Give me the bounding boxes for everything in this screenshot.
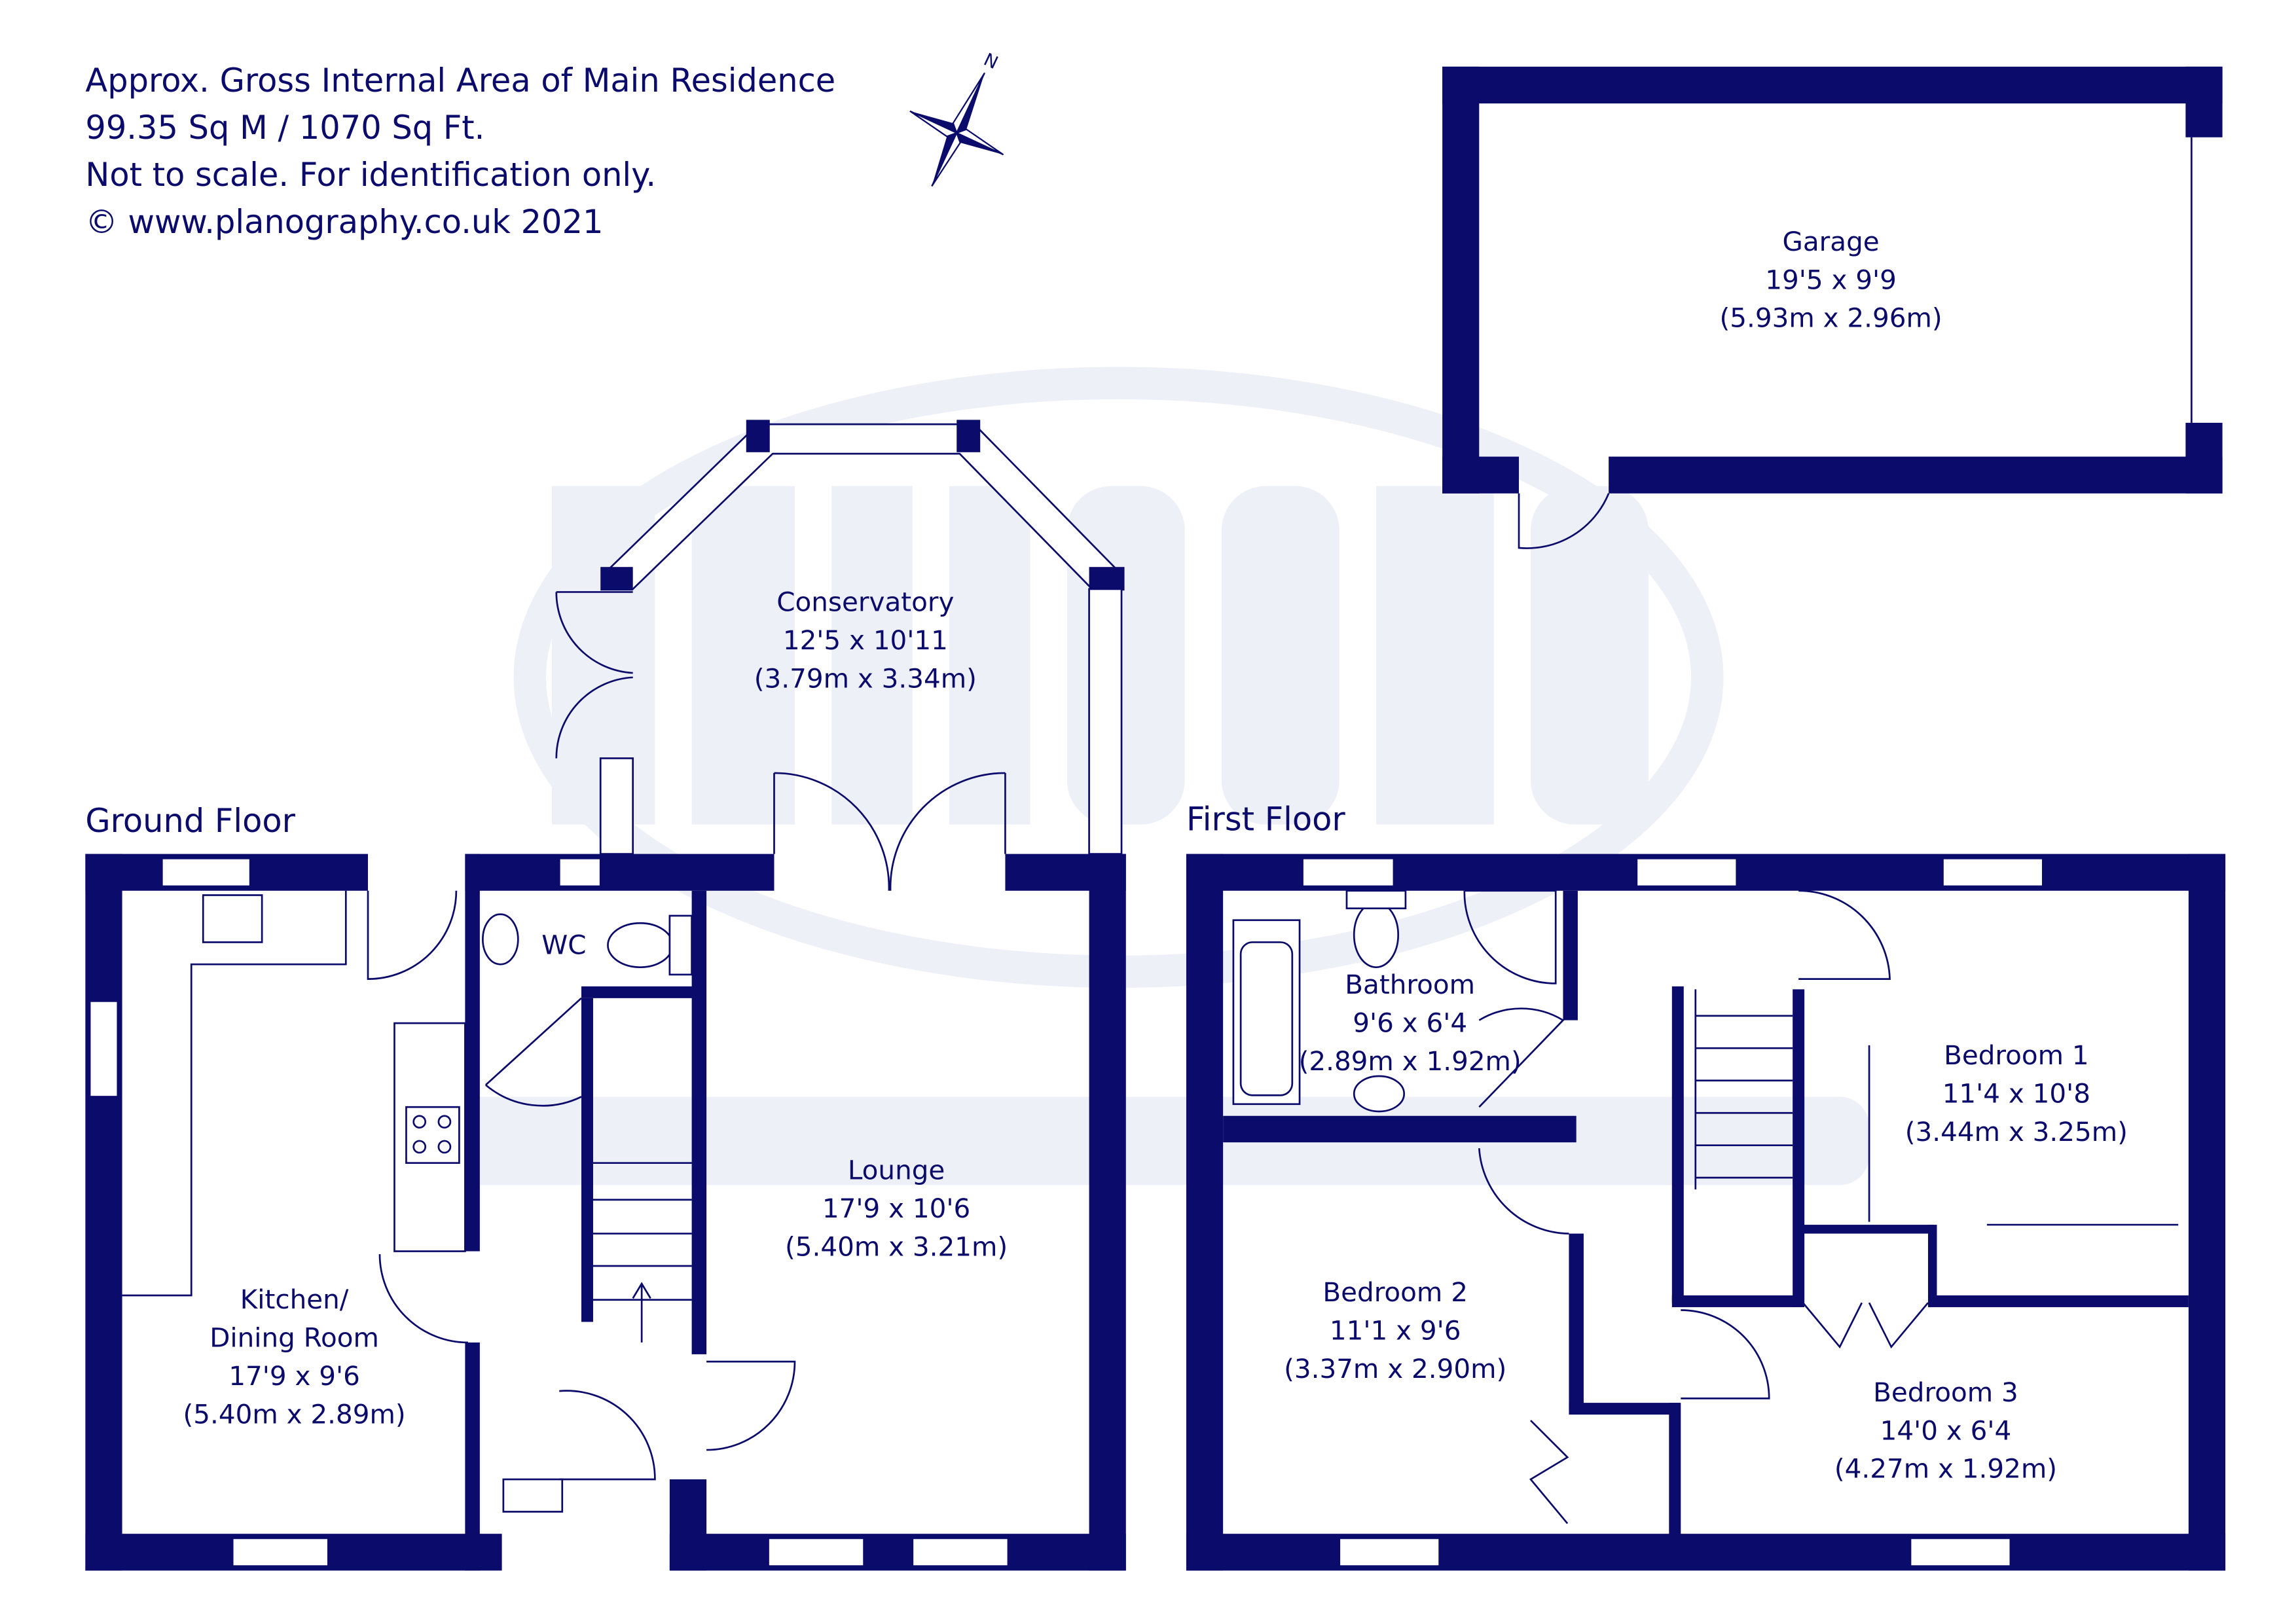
ground-floor-title: Ground Floor [85,802,295,840]
garage-imperial: 19'5 x 9'9 [1765,264,1897,295]
area-value: 99.35 Sq M / 1070 Sq Ft. [85,109,484,147]
first-floor-title: First Floor [1186,801,1345,839]
hob-icon [405,1106,460,1164]
lounge-metric: (5.40m x 3.21m) [785,1231,1008,1262]
conservatory [555,420,1125,891]
conservatory-label: Conservatory [776,586,954,618]
bedroom1-label: Bedroom 1 [1944,1039,2089,1071]
copyright: © www.planography.co.uk 2021 [85,203,603,241]
conservatory-metric: (3.79m x 3.34m) [754,663,977,695]
bedroom2-metric: (3.37m x 2.90m) [1284,1353,1506,1384]
bedroom3-imperial: 14'0 x 6'4 [1880,1415,2012,1446]
header-info: Approx. Gross Internal Area of Main Resi… [85,62,835,241]
wc-label: WC [541,929,586,960]
kitchen-imperial: 17'9 x 9'6 [228,1360,360,1392]
bedroom2-imperial: 11'1 x 9'6 [1330,1314,1461,1346]
scale-note: Not to scale. For identification only. [85,156,656,194]
conservatory-imperial: 12'5 x 10'11 [783,624,948,656]
bedroom1-imperial: 11'4 x 10'8 [1942,1077,2090,1109]
stairs-first [1694,989,1793,1190]
bathroom-label: Bathroom [1345,969,1475,1000]
bathroom-imperial: 9'6 x 6'4 [1353,1007,1467,1039]
bedroom1-metric: (3.44m x 3.25m) [1905,1116,2128,1147]
lounge-label: Lounge [848,1154,945,1185]
garage-metric: (5.93m x 2.96m) [1720,302,1942,334]
garage-label: Garage [1783,226,1880,257]
compass-north-label: N [981,50,1001,74]
bedroom3-metric: (4.27m x 1.92m) [1834,1453,2057,1485]
area-title: Approx. Gross Internal Area of Main Resi… [85,62,835,99]
bedroom2-label: Bedroom 2 [1322,1276,1468,1308]
stairs [502,1162,692,1513]
kitchen-label-2: Dining Room [210,1322,379,1354]
bathroom-metric: (2.89m x 1.92m) [1299,1045,1522,1077]
kitchen-metric: (5.40m x 2.89m) [183,1399,406,1430]
lounge-imperial: 17'9 x 10'6 [822,1193,970,1224]
bedroom3-label: Bedroom 3 [1873,1377,2018,1408]
garage: Garage 19'5 x 9'9 (5.93m x 2.96m) [1442,66,2223,549]
compass-icon: N [909,50,1004,187]
ground-floor: Ground Floor [85,420,1126,1571]
kitchen-label-1: Kitchen/ [240,1284,349,1315]
first-floor: First Floor [1186,801,2226,1571]
watermark-tagline-shapes [412,1096,1870,1185]
